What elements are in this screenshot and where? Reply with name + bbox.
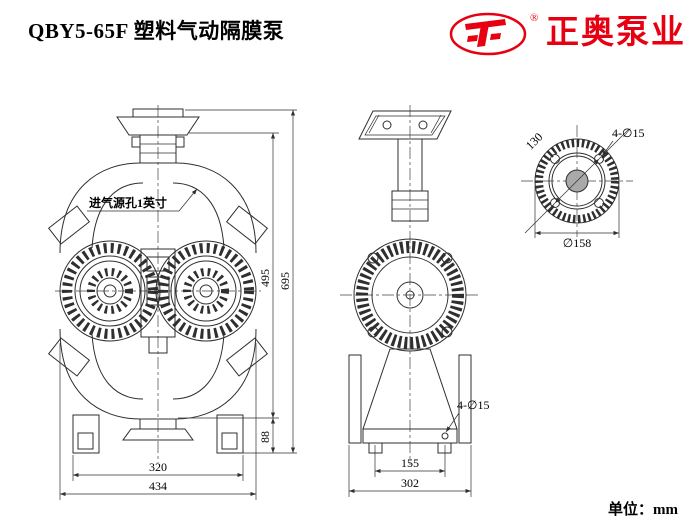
logo-mark-icon: ®: [449, 12, 538, 56]
side-view-horizontal-dimensions: 155 302: [348, 445, 472, 497]
unit-label: 单位：mm: [608, 502, 678, 518]
top-view-hole-callout: 4-∅15: [601, 126, 644, 157]
front-view-drawing: 进气源孔1英寸 495 88 695 320 434: [47, 105, 297, 500]
front-view-vertical-dimensions: 495 88 695: [178, 109, 297, 454]
side-hole-label: 4-∅15: [457, 398, 489, 412]
front-view-bottom-manifold: [47, 328, 269, 420]
front-view-chamber-right: [155, 240, 257, 342]
side-view-clamp-wheel: [340, 238, 480, 352]
air-inlet-callout-label: 进气源孔1英寸: [89, 195, 167, 210]
dim-width-total: 434: [149, 479, 167, 493]
side-view-drawing: 4-∅15 155 302: [340, 105, 489, 497]
dim-height-foot: 88: [258, 431, 272, 443]
page-title: QBY5-65F 塑料气动隔膜泵: [28, 19, 285, 43]
dim-outer-diameter: ∅158: [563, 236, 591, 250]
front-view-bottom-flange: [122, 418, 194, 441]
flange-top-view-drawing: 130 4-∅15 ∅158: [521, 125, 644, 250]
front-view-top-manifold: [47, 162, 269, 254]
dim-height-body: 495: [258, 269, 272, 287]
dim-height-total: 695: [278, 272, 292, 290]
side-view-hole-callout: 4-∅15: [445, 398, 489, 433]
top-hole-label: 4-∅15: [612, 126, 644, 140]
side-view-top-flange: [358, 110, 452, 140]
side-view-neck: [391, 139, 429, 222]
front-view-chamber-left: [59, 240, 161, 342]
front-view-center-body: [140, 248, 176, 354]
brand-text: 正奥泵业: [546, 14, 686, 51]
outer-diameter-dimension: ∅158: [534, 186, 620, 250]
front-view-feet: [72, 414, 244, 454]
dim-bolt-spacing: 130: [523, 130, 546, 153]
registered-mark: ®: [530, 12, 538, 24]
side-view-base: [348, 348, 472, 454]
dim-base-width: 155: [401, 456, 419, 470]
company-logo: ® 正奥泵业: [448, 7, 686, 59]
front-view-top-flange: [116, 108, 200, 164]
dim-side-total-width: 302: [401, 476, 419, 490]
front-view-horizontal-dimensions: 320 434: [59, 343, 257, 500]
dim-width-feet: 320: [149, 460, 167, 474]
air-inlet-callout: 进气源孔1英寸: [87, 188, 198, 212]
